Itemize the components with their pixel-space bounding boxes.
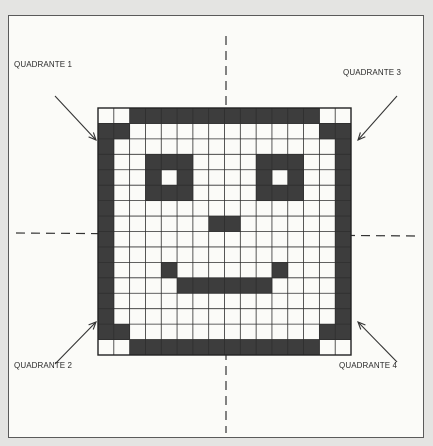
grid-cell-filled [225,108,241,124]
arrow-quadrant-1 [55,96,96,140]
pixel-grid [98,108,351,355]
grid-cell-filled [161,108,177,124]
grid-cell-filled [256,108,272,124]
arrow-quadrant-4 [358,322,397,362]
grid-cell-filled [256,278,272,294]
grid-cell-filled [256,185,272,201]
arrow-quadrant-2 [55,322,96,364]
grid-cell-filled [98,247,114,263]
grid-cell-filled [335,216,351,232]
grid-cell-filled [145,108,161,124]
grid-cell-filled [256,154,272,170]
grid-cell-filled [98,278,114,294]
grid-cell-filled [98,216,114,232]
grid-cell-filled [98,262,114,278]
arrow-quadrant-3 [358,96,397,140]
grid-cell-filled [98,154,114,170]
grid-cell-filled [98,293,114,309]
grid-cell-filled [193,340,209,356]
grid-cell-filled [161,154,177,170]
grid-cell-filled [288,185,304,201]
grid-cell-filled [145,170,161,186]
grid-cell-filled [98,185,114,201]
grid-cell-filled [98,139,114,155]
grid-cell-filled [240,108,256,124]
grid-cell-filled [177,108,193,124]
grid-cell-filled [209,216,225,232]
grid-cell-filled [130,108,146,124]
grid-cell-filled [209,108,225,124]
grid-cell-filled [288,340,304,356]
grid-cell-filled [177,154,193,170]
grid-cell-filled [256,340,272,356]
grid-cell-filled [272,340,288,356]
grid-cell-filled [177,340,193,356]
grid-cell-filled [240,278,256,294]
grid-cell-filled [288,108,304,124]
grid-cell-filled [130,340,146,356]
grid-cell-filled [335,293,351,309]
grid-cell-filled [145,185,161,201]
grid-cell-filled [114,324,130,340]
grid-cell-filled [304,108,320,124]
grid-cell-filled [225,216,241,232]
grid-cell-filled [114,123,130,139]
grid-cell-filled [193,108,209,124]
grid-cell-filled [98,309,114,325]
grid-cell-filled [225,278,241,294]
grid-cell-filled [240,340,256,356]
grid-cell-filled [177,185,193,201]
grid-cell-filled [161,185,177,201]
grid-cell-filled [288,170,304,186]
grid-cell-filled [335,154,351,170]
grid-cell-filled [145,340,161,356]
grid-cell-filled [98,170,114,186]
grid-cell-filled [193,278,209,294]
grid-cell-filled [335,324,351,340]
grid-cell-filled [177,170,193,186]
grid-cell-filled [288,154,304,170]
grid-cell-filled [304,340,320,356]
grid-cell-filled [272,108,288,124]
quadrant-3-label: QUADRANTE 3 [343,68,401,77]
grid-cell-filled [335,139,351,155]
grid-cell-filled [209,278,225,294]
grid-cell-filled [161,340,177,356]
grid-cell-filled [256,170,272,186]
quadrant-4-label: QUADRANTE 4 [339,361,397,370]
grid-cell-filled [335,170,351,186]
grid-cell-filled [98,123,114,139]
grid-cell-filled [272,154,288,170]
grid-cell-filled [225,340,241,356]
grid-cell-filled [98,201,114,217]
grid-cell-filled [98,324,114,340]
quadrant-1-label: QUADRANTE 1 [14,60,72,69]
grid-cell-filled [98,232,114,248]
grid-cell-filled [335,309,351,325]
quadrant-2-label: QUADRANTE 2 [14,361,72,370]
grid-cell-filled [209,340,225,356]
grid-cell-filled [335,123,351,139]
grid-cell-filled [335,247,351,263]
grid-cell-filled [272,185,288,201]
grid-cell-filled [145,154,161,170]
grid-cell-filled [335,232,351,248]
grid-cell-filled [319,324,335,340]
grid-cell-filled [319,123,335,139]
grid-cell-filled [161,262,177,278]
grid-cell-filled [177,278,193,294]
grid-cell-filled [335,262,351,278]
grid-cell-filled [335,185,351,201]
grid-cell-filled [335,201,351,217]
grid-cell-filled [335,278,351,294]
grid-cell-filled [272,262,288,278]
